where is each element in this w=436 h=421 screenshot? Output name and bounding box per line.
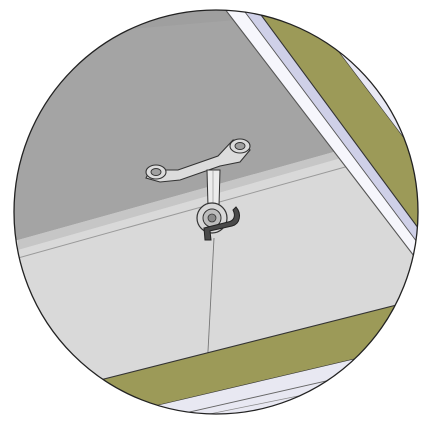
ceiling-edge — [18, 148, 352, 250]
double-eye-bracket — [145, 138, 251, 183]
upper-insulation-edge — [249, 10, 418, 237]
ceiling-panel — [14, 10, 348, 242]
right-beam-edge — [217, 10, 415, 257]
lower-insulation-strip — [100, 295, 418, 412]
hanger-strap — [206, 169, 221, 207]
lower-insulation-edge — [99, 294, 418, 381]
right-beam-inner-edge — [235, 10, 418, 247]
right-beam-shade — [236, 10, 418, 246]
hook-clip — [196, 202, 240, 241]
wall-edge-line — [17, 163, 357, 259]
right-beam — [218, 10, 418, 256]
upper-insulation-strip — [250, 10, 418, 238]
panel-seam — [206, 237, 215, 371]
detail-circle-frame — [13, 9, 419, 415]
